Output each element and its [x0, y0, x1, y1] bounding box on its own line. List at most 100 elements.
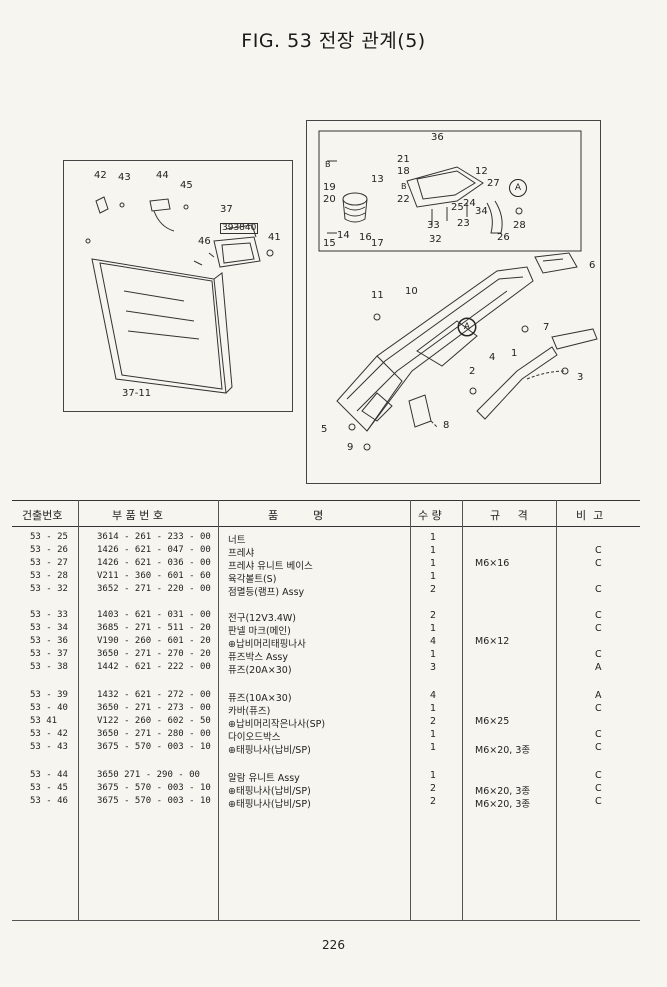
- callout-13: 13: [371, 174, 384, 185]
- table-col-divider: [218, 500, 219, 920]
- callout-3: 3: [577, 372, 584, 383]
- cell-note: A: [595, 690, 602, 701]
- cell-no: 53 - 36: [30, 636, 68, 646]
- callout-32: 32: [429, 234, 442, 245]
- cell-name: ⊕납비머리작은나사(SP): [228, 719, 326, 730]
- cell-part: 3675 - 570 - 003 - 10: [97, 796, 211, 806]
- callout-8: 8: [443, 420, 450, 431]
- callout-1: 1: [511, 348, 518, 359]
- cell-part: 1426 - 621 - 047 - 00: [97, 545, 211, 555]
- table-row: 53 41 V122 - 260 - 602 - 50 ⊕납비머리작은나사(SP) 2…: [0, 716, 667, 730]
- cell-name: 퓨즈(10A×30): [228, 693, 292, 704]
- cell-qty: 4: [430, 690, 437, 701]
- cell-qty: 2: [430, 610, 437, 621]
- callout-46: 46: [198, 236, 211, 247]
- callout-21: 21: [397, 154, 410, 165]
- cell-part: V190 - 260 - 601 - 20: [97, 636, 211, 646]
- cell-name: 점멸등(램프) Assy: [228, 587, 305, 598]
- callout-41: 41: [268, 232, 281, 243]
- callout-37-11: 37-11: [122, 388, 152, 399]
- marker-a-main: A: [458, 318, 476, 336]
- cell-qty: 1: [430, 532, 437, 543]
- page-number: 226: [322, 938, 345, 952]
- cell-qty: 2: [430, 716, 437, 727]
- cell-note: C: [595, 729, 602, 740]
- right-diagram: 36 21 18 13 12 19 20 22 27 24 34 25 33 2…: [306, 120, 601, 484]
- cell-qty: 1: [430, 649, 437, 660]
- callout-25: 25: [451, 202, 464, 213]
- cell-note: C: [595, 545, 602, 556]
- cell-no: 53 - 39: [30, 690, 68, 700]
- header-name: 품 명: [268, 509, 324, 522]
- cell-part: 1442 - 621 - 222 - 00: [97, 662, 211, 672]
- cell-name: 카바(퓨즈): [228, 706, 271, 717]
- cell-name: ⊕태핑나사(납비/SP): [228, 745, 311, 756]
- cell-note: C: [595, 610, 602, 621]
- cell-no: 53 41: [30, 716, 58, 726]
- callout-2: 2: [469, 366, 476, 377]
- cell-name: ⊕납비머리태핑나사: [228, 639, 306, 650]
- cell-name: 너트: [228, 535, 246, 546]
- cell-no: 53 - 38: [30, 662, 68, 672]
- cell-note: C: [595, 558, 602, 569]
- cell-note: C: [595, 783, 602, 794]
- cell-name: 프레샤 유니트 베이스: [228, 561, 313, 572]
- cell-note: C: [595, 796, 602, 807]
- callout-18: 18: [397, 166, 410, 177]
- cell-name: ⊕태핑나사(납비/SP): [228, 799, 311, 810]
- cell-no: 53 - 40: [30, 703, 68, 713]
- cell-qty: 1: [430, 571, 437, 582]
- cell-part: 1426 - 621 - 036 - 00: [97, 558, 211, 568]
- callout-45: 45: [180, 180, 193, 191]
- cell-note: C: [595, 649, 602, 660]
- cell-name: 육각볼트(S): [228, 574, 277, 585]
- cell-qty: 1: [430, 703, 437, 714]
- cell-note: C: [595, 584, 602, 595]
- left-diagram: 42 43 44 45 37 46 393840 41 37-11: [63, 160, 293, 412]
- cell-spec: M6×20, 3종: [475, 786, 531, 797]
- cell-qty: 1: [430, 545, 437, 556]
- callout-33: 33: [427, 220, 440, 231]
- page-title: FIG. 53 전장 관계(5): [241, 30, 426, 52]
- cell-note: A: [595, 662, 602, 673]
- cell-name: 알람 유니트 Assy: [228, 773, 300, 784]
- cell-part: V122 - 260 - 602 - 50: [97, 716, 211, 726]
- cell-part: 3675 - 570 - 003 - 10: [97, 783, 211, 793]
- cell-qty: 1: [430, 623, 437, 634]
- cell-part: 3650 - 271 - 273 - 00: [97, 703, 211, 713]
- cell-name: 다이오드박스: [228, 732, 281, 743]
- callout-36: 36: [431, 132, 444, 143]
- cell-qty: 2: [430, 584, 437, 595]
- cell-no: 53 - 28: [30, 571, 68, 581]
- callout-20: 20: [323, 194, 336, 205]
- cell-qty: 1: [430, 770, 437, 781]
- cell-no: 53 - 33: [30, 610, 68, 620]
- cell-name: 퓨즈(20A×30): [228, 665, 292, 676]
- callout-17: 17: [371, 238, 384, 249]
- callout-11: 11: [371, 290, 384, 301]
- cell-qty: 2: [430, 796, 437, 807]
- marker-a-inset: A: [509, 179, 527, 197]
- cell-no: 53 - 42: [30, 729, 68, 739]
- header-part: 부 품 번 호: [112, 509, 163, 522]
- cell-name: 판넬 마크(메인): [228, 626, 291, 637]
- callout-34: 34: [475, 206, 488, 217]
- callout-44: 44: [156, 170, 169, 181]
- cell-spec: M6×20, 3종: [475, 745, 531, 756]
- cell-qty: 2: [430, 783, 437, 794]
- cell-qty: 1: [430, 742, 437, 753]
- cell-name: 전구(12V3.4W): [228, 613, 296, 624]
- right-diagram-drawing: [318, 130, 598, 451]
- cell-no: 53 - 34: [30, 623, 68, 633]
- callout-37: 37: [220, 204, 233, 215]
